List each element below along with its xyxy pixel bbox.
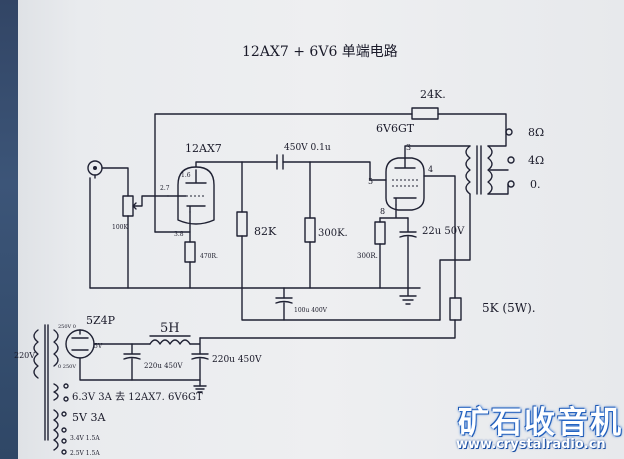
ground-symbol	[399, 287, 417, 305]
heater-winding	[53, 383, 59, 401]
v2-cathode-wire	[379, 204, 409, 219]
feedback-wire-right	[437, 113, 507, 133]
tube-6v6-label: 6V6GT	[376, 122, 415, 135]
tube-12ax7-label: 12AX7	[185, 142, 222, 155]
tube-12ax7-envelope	[177, 166, 215, 225]
v2-screen-wire	[423, 175, 456, 299]
fil-34-label: 3.4V 1.5A	[70, 435, 100, 442]
ot-primary	[465, 145, 471, 195]
ot-primary-bottom	[439, 193, 471, 321]
ot-core	[476, 145, 482, 195]
ps-ground-bus	[79, 357, 201, 387]
fil-term-4	[61, 449, 67, 455]
input-wire	[94, 167, 129, 197]
ps-cap2-label: 220u 450V	[212, 355, 262, 365]
choke-output	[189, 337, 201, 355]
filament-winding	[53, 409, 59, 451]
volume-pot	[122, 195, 134, 217]
v1-plate-wire	[195, 161, 278, 168]
plate-resistor	[236, 211, 248, 237]
ps-cap1	[123, 343, 141, 381]
watermark-url: www.crystalradio.cn	[456, 437, 606, 452]
v1-pin-cathode: 3.8	[174, 231, 184, 238]
fil-term-3	[61, 438, 67, 444]
v2-cathode-resistor	[374, 221, 386, 245]
v1-pin-grid: 2.7	[160, 185, 170, 192]
rect-pin-a: 250V 0	[58, 324, 76, 330]
v2-cathode-cap	[399, 217, 417, 289]
ps-cap2	[191, 353, 209, 381]
plate-res-bottom	[241, 235, 441, 321]
plate-resistor-label: 82K	[254, 225, 277, 238]
feedback-wire	[154, 113, 413, 233]
tap-8ohm	[505, 128, 513, 136]
rect-pin-5v: 5V	[94, 343, 103, 350]
dropping-res-bottom	[199, 319, 456, 339]
rect-pin-b: 0 250V	[58, 364, 76, 370]
v2-grid-wire	[282, 161, 387, 181]
v2-pin8: 8	[380, 207, 385, 216]
grid-resistor-label: 300K.	[318, 228, 348, 239]
tap-8ohm-label: 8Ω	[528, 126, 544, 139]
v2-cathode-res-label: 300R.	[357, 252, 378, 260]
feedback-resistor-label: 24K.	[420, 88, 446, 101]
fil-term-2	[61, 427, 67, 433]
tap-0ohm	[507, 180, 515, 188]
dropping-resistor	[449, 297, 462, 321]
tube-6v6-grid	[392, 179, 418, 187]
tube-6v6-plate	[394, 157, 416, 169]
choke-label: 5H	[160, 321, 180, 336]
tap-4ohm	[507, 156, 515, 164]
heater-label: 6.3V 3A 去 12AX7. 6V6GT	[72, 391, 203, 403]
ps-cap1-label: 220u 450V	[144, 362, 183, 370]
heater-term-b	[63, 396, 69, 402]
mains-label: 220V	[14, 351, 35, 360]
heater-term-a	[63, 383, 69, 389]
paper-sheet	[18, 0, 624, 459]
filter-cap-label: 100u 400V	[294, 307, 328, 314]
volume-pot-label: 100K	[112, 224, 128, 231]
v2-pin3: 3	[406, 143, 411, 152]
rectifier-internals	[71, 329, 89, 351]
v2-pin4: 4	[428, 165, 433, 174]
choke	[149, 339, 191, 345]
grid-resistor	[304, 217, 316, 243]
v2-pin5: 5	[368, 177, 373, 186]
coupling-cap-label: 450V 0.1u	[284, 143, 331, 153]
schematic-title: 12AX7 + 6V6 单端电路	[242, 44, 398, 60]
mains-core	[44, 324, 49, 441]
watermark-chinese: 矿石收音机	[458, 405, 623, 441]
fil-5v-label: 5V 3A	[72, 411, 106, 424]
pot-wiper	[132, 195, 169, 210]
cathode-resistor-label: 470R.	[200, 253, 218, 260]
tube-12ax7-cathode	[186, 205, 206, 213]
filter-cap	[275, 297, 293, 304]
coupling-cap	[276, 154, 284, 170]
fil-term-1	[61, 411, 67, 417]
dropping-resistor-label: 5K (5W).	[482, 301, 536, 315]
tube-12ax7-plate	[185, 169, 207, 184]
ps-ground	[193, 385, 207, 393]
ot-secondary	[487, 145, 493, 195]
tube-6v6-cathode	[393, 197, 417, 206]
ht-secondary	[53, 329, 59, 367]
mains-primary	[33, 329, 39, 379]
v2-plate-wire	[404, 145, 471, 159]
fil-25-label: 2.5V 1.5A	[70, 450, 100, 457]
site-watermark: 矿石收音机 www.crystalradio.cn	[448, 395, 624, 459]
rectifier-label: 5Z4P	[86, 314, 116, 327]
ot-sec-taps	[487, 131, 509, 195]
cathode-resistor	[184, 241, 196, 263]
feedback-resistor	[411, 107, 439, 120]
tube-6v6-envelope	[385, 157, 425, 211]
tap-0ohm-label: 0.	[530, 178, 541, 191]
v1-pin-plate: 1.6	[181, 172, 191, 179]
v2-cathode-cap-label: 22u 50V	[422, 226, 465, 237]
tap-4ohm-label: 4Ω	[528, 154, 544, 167]
input-jack-center	[93, 166, 97, 170]
